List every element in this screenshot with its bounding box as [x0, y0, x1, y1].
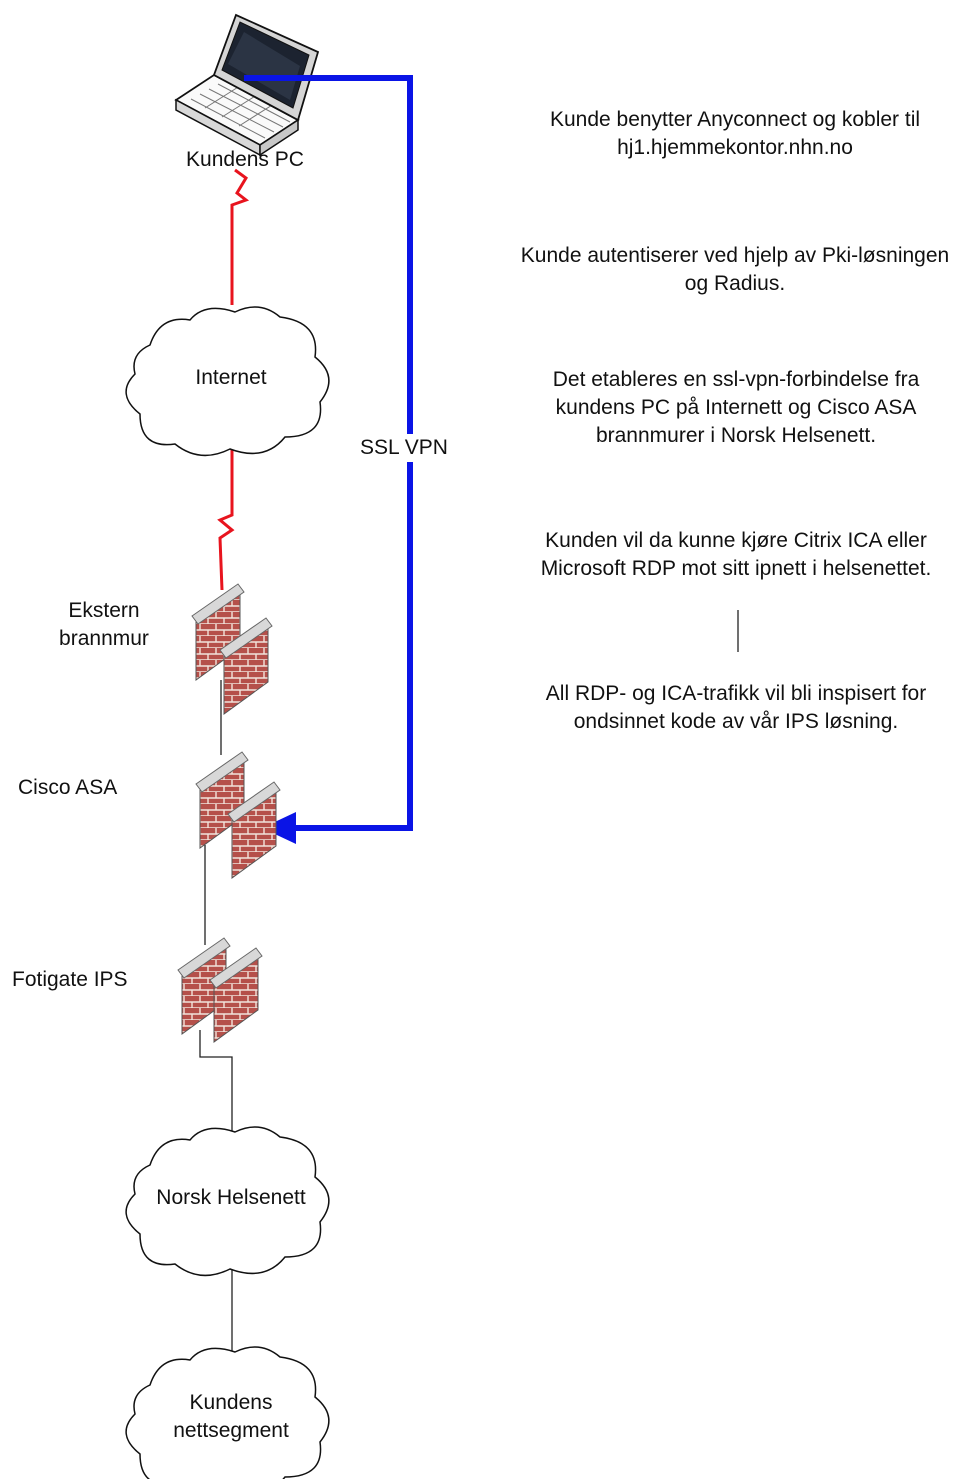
label-ssl-vpn: SSL VPN: [358, 434, 450, 462]
ekstern-brannmur-firewall-icon: [191, 583, 273, 715]
fotigate-ips-firewall-icon: [177, 937, 263, 1043]
label-ekstern-brannmur: Ekstern brannmur: [59, 599, 149, 650]
wire-connections: [199, 680, 233, 1355]
internet-cloud: [125, 306, 330, 457]
label-cisco-asa: Cisco ASA: [18, 776, 118, 799]
vpn-arrowhead: [262, 812, 296, 844]
label-kundens-pc: Kundens PC: [186, 148, 304, 171]
label-norsk-helsenett: Norsk Helsenett: [156, 1186, 306, 1209]
kundens-nettsegment-cloud: [125, 1346, 330, 1479]
wan-link-internet-firewall: [217, 450, 235, 591]
wire-fotigate-to-helsenett: [199, 1030, 233, 1135]
step-5-text: All RDP- og ICA-trafikk vil bli inspiser…: [545, 682, 927, 733]
label-internet: Internet: [195, 366, 267, 389]
wan-link-pc-internet: [230, 168, 250, 305]
step-3-text: Det etableres en ssl-vpn-forbindelse fra…: [552, 368, 920, 447]
laptop-icon: [174, 13, 320, 157]
norsk-helsenett-cloud: [125, 1126, 330, 1277]
label-fotigate-ips: Fotigate IPS: [12, 968, 128, 991]
step-1-text: Kunde benytter Anyconnect og kobler til …: [549, 108, 921, 159]
step-2-text: Kunde autentiserer ved hjelp av Pki-løsn…: [520, 244, 950, 295]
step-4-text: Kunden vil da kunne kjøre Citrix ICA ell…: [540, 529, 932, 580]
label-kundens-nettsegment: Kundens nettsegment: [173, 1391, 289, 1442]
cisco-asa-firewall-icon: [195, 751, 281, 879]
